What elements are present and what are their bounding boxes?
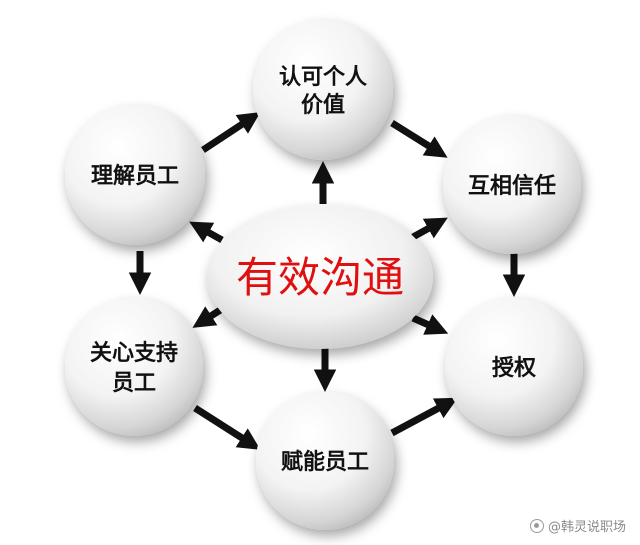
center-node: 有效沟通 xyxy=(207,205,433,349)
node-empower: 授权 xyxy=(445,298,583,436)
node-mutual-trust-label: 互相信任 xyxy=(468,173,556,199)
node-care-support: 关心支持 员工 xyxy=(65,298,203,436)
cycle-arrows xyxy=(128,112,526,450)
arrow-understand-to-recognize xyxy=(201,112,261,153)
node-recognize-value: 认可个人 价值 xyxy=(253,20,393,160)
node-care-support-line-1: 关心支持 xyxy=(90,341,178,366)
node-understand-employees-label: 理解员工 xyxy=(91,163,179,189)
node-understand-employees: 理解员工 xyxy=(65,105,205,245)
node-recognize-value-line-1: 认可个人 xyxy=(279,65,367,90)
node-enable-employees-label: 赋能员工 xyxy=(281,449,369,475)
arrow-center-to-upper-right xyxy=(411,217,448,241)
node-enable-employees: 赋能员工 xyxy=(256,392,394,530)
node-care-support-line-2: 员工 xyxy=(112,371,156,396)
arrow-center-to-lower-right xyxy=(411,314,449,335)
arrow-care-to-enable xyxy=(193,405,261,450)
arrow-enable-to-empower xyxy=(390,397,458,437)
node-mutual-trust: 互相信任 xyxy=(443,116,581,254)
watermark-logo-icon xyxy=(529,518,544,533)
node-empower-label: 授权 xyxy=(492,355,537,381)
node-recognize-value-line-2: 价值 xyxy=(301,92,345,118)
arrow-recognize-to-trust xyxy=(390,120,448,158)
watermark: @韩灵说职场 xyxy=(529,516,626,535)
watermark-text: @韩灵说职场 xyxy=(547,520,626,535)
arrow-center-to-upper-left xyxy=(189,221,224,244)
center-label: 有效沟通 xyxy=(236,253,404,302)
